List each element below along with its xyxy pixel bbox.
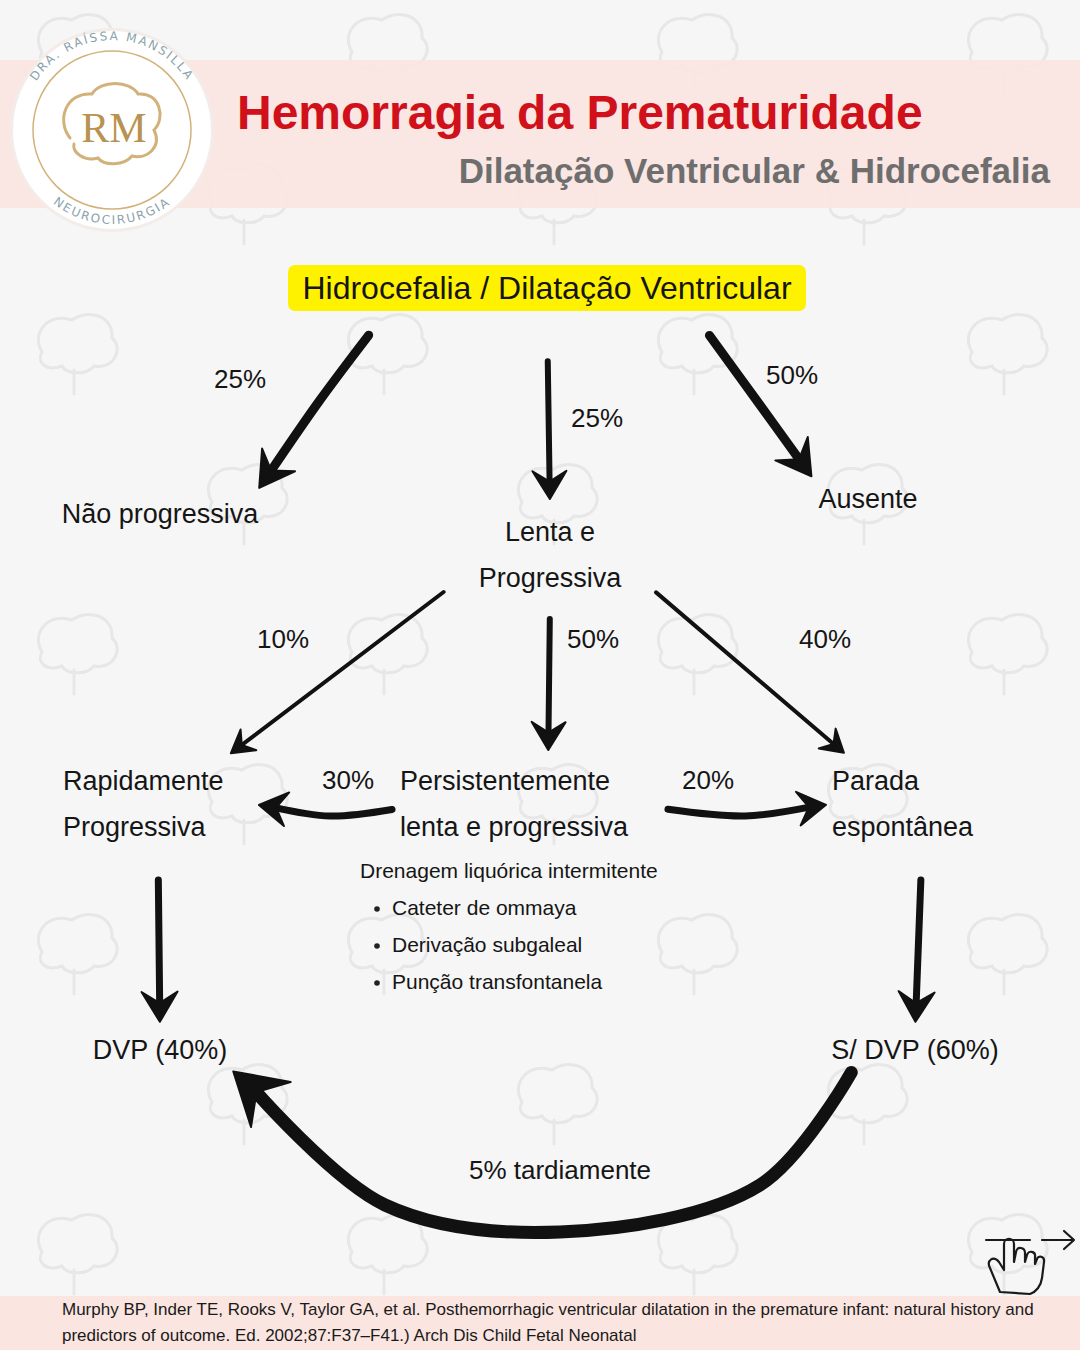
connector-arrow — [656, 592, 844, 752]
caption-band — [0, 1296, 1080, 1350]
connector-arrow — [259, 335, 368, 488]
edge-label: 50% — [567, 624, 619, 655]
node-text: Hidrocefalia / Dilatação Ventricular — [302, 269, 791, 307]
node-text: DVP (40%) — [93, 1034, 228, 1066]
logo: DRA. RAÍSSA MANSILLA NEUROCIRURGIA — [10, 28, 214, 232]
node-text: Não progressiva — [62, 498, 259, 530]
edge-label: 40% — [799, 624, 851, 655]
connector-line — [274, 807, 392, 816]
connector-arrow — [142, 880, 178, 1022]
node-text: Lenta e Progressiva — [450, 509, 650, 601]
outcome-text: Persistentemente lenta e progressiva — [400, 758, 660, 850]
highlight-box: Hidrocefalia / Dilatação Ventricular — [288, 265, 805, 311]
connector-line — [668, 807, 811, 816]
connector-arrow — [899, 880, 935, 1022]
outcome-text: DVP (40%) — [93, 1034, 228, 1066]
connector-line — [916, 880, 921, 1005]
edge-label: 25% — [214, 364, 266, 395]
arrow-head — [796, 792, 826, 826]
outcome-text: Não progressiva — [62, 498, 259, 530]
list-item: Punção transfontanela — [392, 969, 602, 994]
connector-arrow — [231, 592, 444, 753]
list-bullets — [374, 906, 380, 986]
node-text: Parada espontânea — [832, 758, 1012, 850]
arrow-head — [259, 449, 295, 488]
outcome-text: S/ DVP (60%) — [831, 1034, 999, 1066]
arrow-head — [142, 992, 178, 1022]
swipe-hand-icon — [986, 1231, 1074, 1294]
arrow-head — [819, 729, 844, 753]
arrow-head — [259, 792, 289, 826]
connector-line — [158, 880, 159, 1005]
list-heading: Drenagem liquórica intermitente — [360, 858, 658, 883]
reference-caption: Murphy BP, Inder TE, Rooks V, Taylor GA,… — [62, 1297, 1052, 1349]
arrow-head — [899, 991, 935, 1022]
brain-outline — [64, 84, 160, 164]
edge-label: 50% — [766, 360, 818, 391]
outcome-text: Ausente — [818, 483, 917, 515]
connector-line — [709, 335, 800, 461]
arrow-head — [532, 722, 566, 750]
arrow-head — [233, 1071, 290, 1127]
connector-line — [270, 335, 369, 472]
connector-line — [548, 361, 550, 483]
connector-arrow — [532, 361, 566, 499]
arrow-head — [775, 437, 811, 476]
edge-label: 25% — [571, 403, 623, 434]
arrow-head — [231, 730, 256, 754]
connector-line — [656, 592, 835, 745]
connector-arrow — [668, 792, 826, 826]
connector-arrow — [233, 1071, 851, 1232]
list-item: Cateter de ommaya — [392, 895, 576, 920]
connector-line — [241, 592, 444, 746]
subtitle: Dilatação Ventricular & Hidrocefalia — [459, 150, 1050, 192]
edge-label: 10% — [257, 624, 309, 655]
logo-shadow — [10, 28, 214, 232]
connector-line — [548, 619, 549, 735]
node-text: S/ DVP (60%) — [831, 1034, 999, 1066]
list-item: Derivação subgaleal — [392, 932, 582, 957]
connector-arrow — [259, 792, 392, 826]
edge-label: 5% tardiamente — [469, 1155, 651, 1186]
outcome-text: Parada espontânea — [832, 758, 1012, 850]
outcome-text: Lenta e Progressiva — [450, 509, 650, 601]
outcome-text: Rapidamente Progressiva — [63, 758, 253, 850]
connector-line — [254, 1072, 851, 1232]
title: Hemorragia da Prematuridade — [237, 84, 923, 142]
edge-label: 20% — [682, 765, 734, 796]
node-text: Persistentemente lenta e progressiva — [400, 758, 660, 850]
connector-arrow — [709, 335, 811, 476]
logo-bottom-text: NEUROCIRURGIA — [51, 194, 173, 227]
logo-initials: RM — [81, 103, 146, 153]
arrow-head — [532, 471, 566, 499]
connector-arrow — [532, 619, 566, 750]
logo-ring — [33, 51, 191, 209]
node-text: Rapidamente Progressiva — [63, 758, 253, 850]
logo-top-text: DRA. RAÍSSA MANSILLA — [27, 29, 197, 83]
edge-label: 30% — [322, 765, 374, 796]
node-text: Ausente — [818, 483, 917, 515]
